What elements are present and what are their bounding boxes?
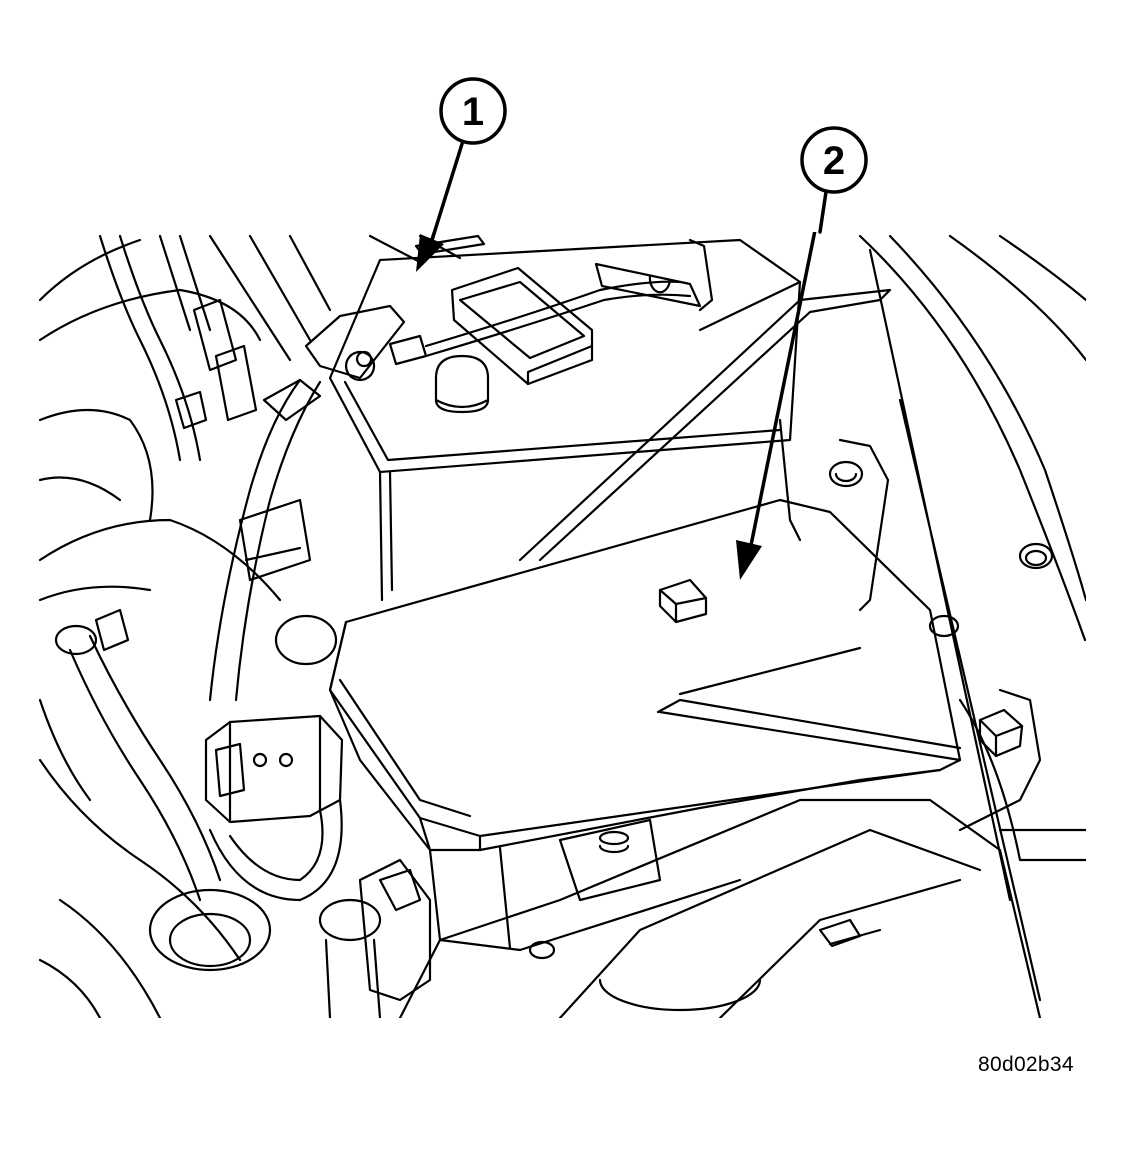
callout-1-label: 1: [462, 90, 484, 134]
air-box: [398, 798, 1042, 1018]
arrow-2-head: [736, 540, 762, 580]
fender-panel: [858, 234, 1086, 1002]
leader-arrows: [428, 232, 817, 562]
battery-cable: [208, 238, 714, 702]
mounting-bolts: [828, 438, 1042, 832]
arrow-1-head: [416, 234, 444, 272]
battery: [208, 234, 802, 602]
tray-bracket: [518, 288, 892, 562]
callout-leaders: [430, 142, 828, 242]
callout-2-label: 2: [823, 139, 845, 183]
callout-2: 2: [800, 126, 868, 194]
callout-1: 1: [439, 77, 507, 145]
power-distribution-center: [328, 498, 962, 960]
figure-id: 80d02b34: [978, 1053, 1074, 1076]
wiring-harness: [38, 234, 338, 1018]
relay-block: [148, 714, 432, 1018]
